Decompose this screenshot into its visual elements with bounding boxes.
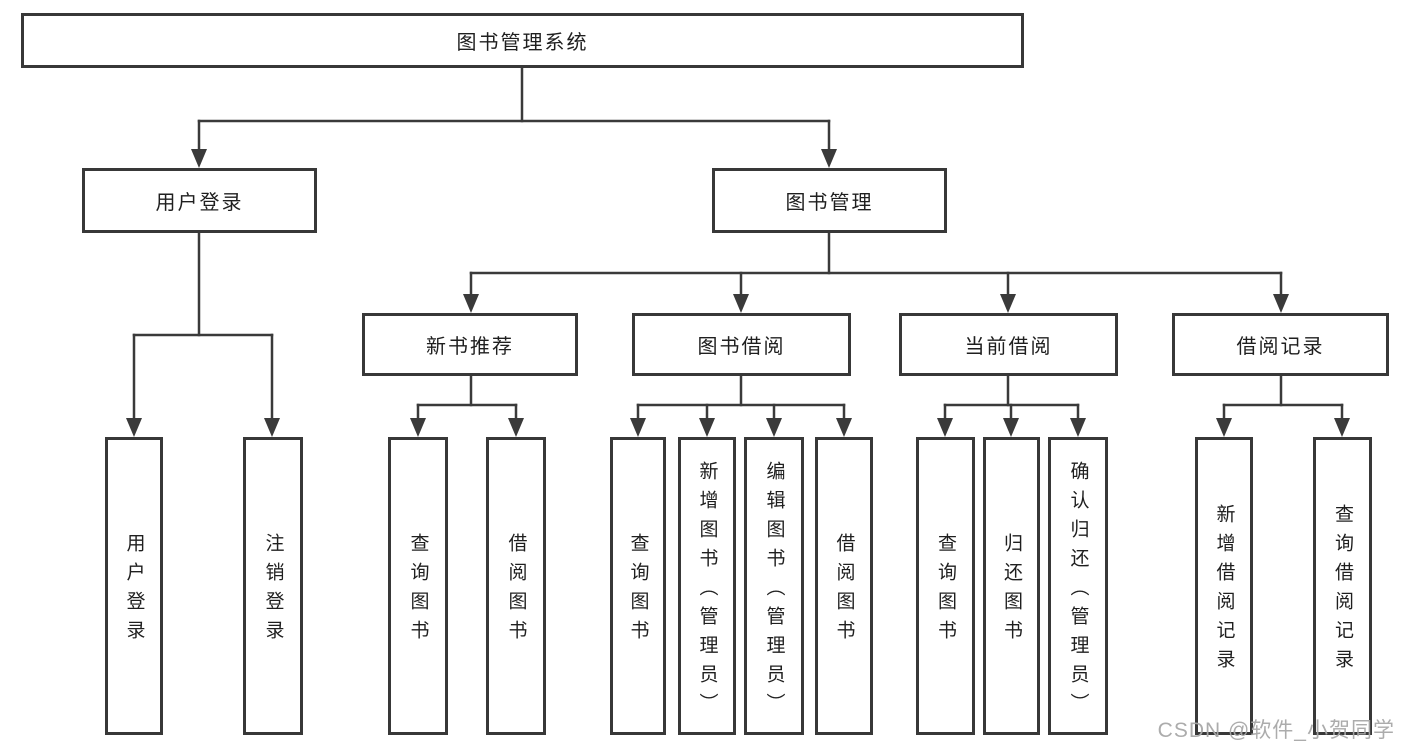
leaf-label: 用户登录 — [123, 533, 145, 649]
leaf-label: 查询图书 — [935, 533, 956, 649]
node-borrowing-records: 借阅记录 — [1172, 313, 1389, 376]
leaf-label: 查询图书 — [627, 533, 649, 649]
leaf-return-books: 归还图书 — [983, 437, 1040, 735]
leaf-label: 查询图书 — [407, 533, 429, 649]
leaf-confirm-return-admin: 确认归还（管理员） — [1048, 437, 1108, 735]
leaf-logout: 注销登录 — [243, 437, 303, 735]
node-label: 图书管理系统 — [456, 32, 589, 54]
leaf-query-borrow-record: 查询借阅记录 — [1313, 437, 1372, 735]
node-current-borrowing: 当前借阅 — [899, 313, 1118, 376]
leaf-label: 查询借阅记录 — [1332, 504, 1353, 678]
node-label: 图书管理 — [785, 192, 874, 214]
leaf-edit-books-admin: 编辑图书（管理员） — [744, 437, 804, 735]
leaf-label: 归还图书 — [1001, 533, 1022, 649]
leaf-borrow-books: 借阅图书 — [815, 437, 873, 735]
node-label: 当前借阅 — [964, 336, 1053, 358]
csdn-watermark: CSDN @软件_小贺同学 — [1157, 719, 1395, 742]
leaf-add-borrow-record: 新增借阅记录 — [1195, 437, 1253, 735]
leaf-label: 注销登录 — [262, 533, 284, 649]
node-label: 新书推荐 — [426, 336, 514, 358]
leaf-label: 确认归还（管理员） — [1067, 460, 1089, 722]
node-book-borrowing: 图书借阅 — [632, 313, 851, 376]
leaf-borrow-books-recommend: 借阅图书 — [486, 437, 546, 735]
leaf-label: 借阅图书 — [505, 533, 527, 649]
node-label: 借阅记录 — [1236, 336, 1325, 358]
node-label: 用户登录 — [155, 192, 244, 214]
node-label: 图书借阅 — [697, 336, 786, 358]
node-user-login: 用户登录 — [82, 168, 317, 233]
leaf-label: 编辑图书（管理员） — [763, 460, 785, 722]
node-book-management: 图书管理 — [712, 168, 947, 233]
leaf-label: 借阅图书 — [833, 533, 855, 649]
leaf-query-books-current: 查询图书 — [916, 437, 975, 735]
leaf-query-books-recommend: 查询图书 — [388, 437, 448, 735]
leaf-label: 新增图书（管理员） — [696, 460, 718, 722]
leaf-add-books-admin: 新增图书（管理员） — [678, 437, 736, 735]
node-library-management-system: 图书管理系统 — [21, 13, 1024, 68]
node-new-book-recommend: 新书推荐 — [362, 313, 578, 376]
leaf-label: 新增借阅记录 — [1213, 504, 1235, 678]
leaf-user-login: 用户登录 — [105, 437, 163, 735]
leaf-query-books-borrowing: 查询图书 — [610, 437, 666, 735]
